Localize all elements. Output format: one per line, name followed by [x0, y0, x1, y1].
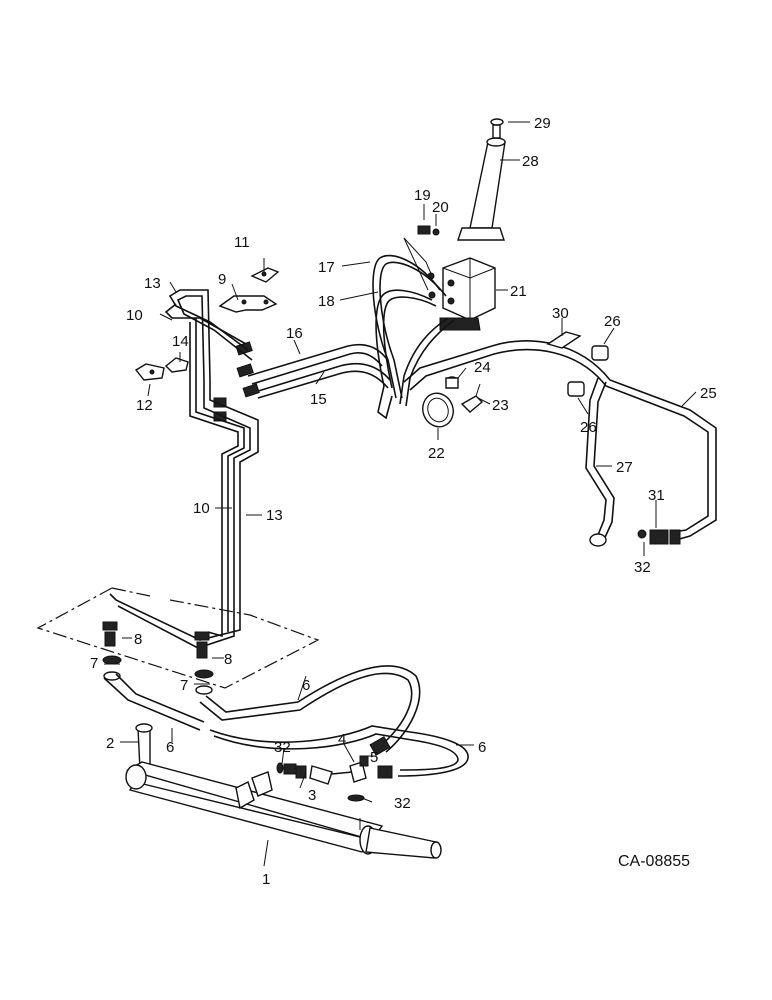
- frame-outline: [36, 587, 320, 689]
- washer-32-a: [276, 762, 284, 774]
- callout-18: 18: [318, 293, 335, 310]
- pipe-10: [164, 303, 247, 638]
- callout-13-top: 13: [144, 275, 161, 292]
- leader-lines: [104, 121, 697, 867]
- steering-column: [457, 118, 506, 241]
- callout-26-bottom: 26: [580, 419, 597, 436]
- callout-27: 27: [616, 459, 633, 476]
- callout-17: 17: [318, 259, 335, 276]
- callout-22: 22: [428, 445, 445, 462]
- callout-32-top: 32: [274, 739, 291, 756]
- pin-2: [135, 723, 153, 772]
- clip-30: [546, 331, 582, 349]
- callout-21: 21: [510, 283, 527, 300]
- pipe-25: [403, 340, 717, 541]
- callout-3: 3: [308, 787, 316, 804]
- callout-15: 15: [310, 391, 327, 408]
- callout-4: 4: [338, 731, 346, 748]
- pipe-18: [375, 289, 455, 420]
- callout-26-top: 26: [604, 313, 621, 330]
- callout-31: 31: [648, 487, 665, 504]
- callout-8-left: 8: [134, 631, 142, 648]
- callout-13-bottom: 13: [266, 507, 283, 524]
- callout-6-right: 6: [478, 739, 486, 756]
- clamp-22: [422, 392, 454, 428]
- washer-7-left: [102, 655, 122, 665]
- clip-12: [134, 363, 165, 381]
- fitting-8-right: [194, 631, 210, 659]
- fitting-3: [283, 763, 307, 779]
- callout-9: 9: [218, 271, 226, 288]
- callout-23: 23: [492, 397, 509, 414]
- callout-25: 25: [700, 385, 717, 402]
- callout-20: 20: [432, 199, 449, 216]
- callout-2: 2: [106, 735, 114, 752]
- bushing-26-top: [591, 345, 609, 361]
- callout-32-bottom: 32: [394, 795, 411, 812]
- callout-1: 1: [262, 871, 270, 888]
- washer-32-right: [637, 529, 647, 539]
- bushing-26-bottom: [567, 381, 585, 397]
- callout-8-right: 8: [224, 651, 232, 668]
- clip-11: [250, 267, 280, 283]
- callout-12: 12: [136, 397, 153, 414]
- drawing-code: CA-08855: [618, 853, 690, 870]
- washer-32-b: [347, 794, 365, 802]
- pipe-27: [585, 377, 615, 547]
- callout-14: 14: [172, 333, 189, 350]
- spacer-24: [445, 376, 459, 389]
- steering-valve: [427, 257, 496, 331]
- callout-5: 5: [370, 749, 378, 766]
- clip-14: [164, 357, 189, 373]
- callout-24: 24: [474, 359, 491, 376]
- elbow-4: [309, 761, 367, 785]
- hose-6: [103, 665, 469, 777]
- callout-6-left: 6: [166, 739, 174, 756]
- callout-19: 19: [414, 187, 431, 204]
- callout-7-left: 7: [90, 655, 98, 672]
- callout-32-right: 32: [634, 559, 651, 576]
- callout-30: 30: [552, 305, 569, 322]
- callout-29: 29: [534, 115, 551, 132]
- bolt-19: [417, 225, 440, 236]
- callout-6-top: 6: [302, 677, 310, 694]
- pipe-15: [254, 362, 391, 399]
- callout-10-top: 10: [126, 307, 143, 324]
- bolt-23: [460, 383, 484, 413]
- steering-cylinder-1: [125, 761, 442, 859]
- pipe-13: [109, 289, 259, 649]
- callout-11: 11: [234, 234, 250, 251]
- fitting-31: [649, 529, 681, 545]
- callout-28: 28: [522, 153, 539, 170]
- fitting-8-left: [102, 621, 118, 647]
- callout-10-bottom: 10: [193, 500, 210, 517]
- clip-9: [218, 295, 278, 313]
- pipe-16: [247, 343, 387, 385]
- callout-7-right: 7: [180, 677, 188, 694]
- callout-16: 16: [286, 325, 303, 342]
- fitting-5: [359, 755, 393, 779]
- washer-7-right: [194, 669, 214, 679]
